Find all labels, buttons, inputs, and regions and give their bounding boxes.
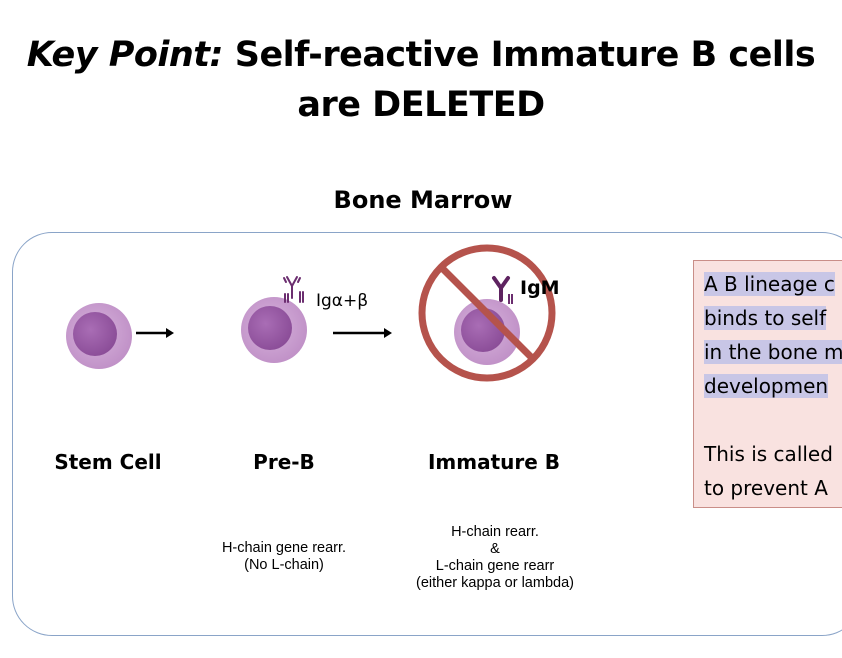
immature-b-note-line: H-chain rearr. [451,524,539,540]
info-callout-box: A B lineage c binds to self in the bone … [693,260,842,508]
info-line: developmen [704,374,829,398]
pre-b-note-line: (No L-chain) [244,557,324,573]
pre-b-label: Pre-B [253,450,315,474]
bone-marrow-heading: Bone Marrow [333,186,513,214]
slide-title: Key Point: Self-reactive Immature B cell… [0,30,842,130]
title-text-1: Self-reactive Immature B cells [234,35,816,75]
prohibited-icon [418,244,556,382]
info-spacer [704,403,842,437]
immature-b-label: Immature B [427,450,561,474]
pre-b-note-line: H-chain gene rearr. [221,540,347,556]
stem-cell [66,303,132,369]
igm-label: IgM [520,277,560,299]
title-line-1: Key Point: Self-reactive Immature B cell… [0,30,842,80]
immature-b-note: H-chain rearr. & L-chain gene rearr (eit… [390,524,600,592]
info-line: in the bone m [704,340,842,364]
immature-b-note-line: & [490,541,500,557]
pre-b-note: H-chain gene rearr. (No L-chain) [196,540,372,574]
stem-cell-label: Stem Cell [54,450,162,474]
arrow-stem-to-preb [136,328,174,338]
igm-receptor-icon [492,276,510,302]
pre-b-cell [241,297,307,363]
info-line: to prevent A [704,476,828,500]
title-line-2: are DELETED [297,85,545,125]
ig-alpha-beta-label: Igα+β [316,291,369,311]
ig-alpha-beta-receptor-icon [283,276,304,303]
info-line: A B lineage c [704,272,835,296]
info-line: binds to self [704,306,827,330]
title-key-point: Key Point: [26,35,224,75]
arrow-preb-to-immature [333,328,392,338]
info-line: This is called [704,442,833,466]
immature-b-note-line: L-chain gene rearr [435,558,555,574]
igm-coreceptor-icon [508,294,513,304]
immature-b-note-line: (either kappa or lambda) [416,575,574,591]
